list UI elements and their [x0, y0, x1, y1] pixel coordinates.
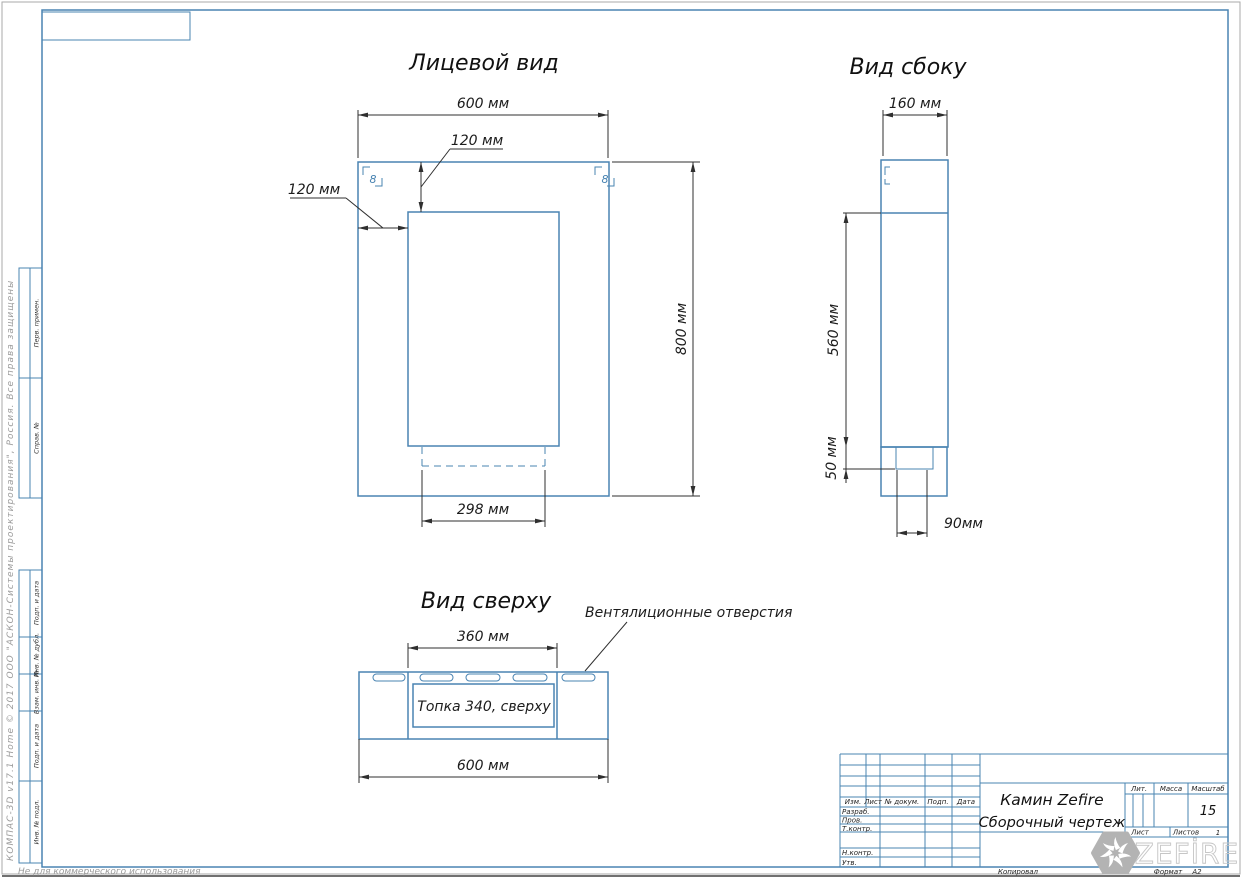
tb-masshtab: Масштаб [1191, 785, 1225, 793]
tb-format: Формат [1154, 868, 1183, 876]
tb-lit: Лит. [1130, 785, 1147, 793]
tb-listov: Листов [1172, 829, 1199, 837]
tb-massa: Масса [1160, 785, 1182, 793]
doc-title-line1: Камин Zefire [1000, 791, 1103, 809]
dim-360: 360 мм [457, 629, 510, 645]
side-view-title: Вид сбоку [849, 55, 967, 80]
dim-600-top-view: 600 мм [457, 758, 510, 774]
tb-col-podp: Подп. [927, 798, 948, 806]
dim-298: 298 мм [457, 502, 510, 518]
zefire-logo-icon [1091, 831, 1140, 875]
mount-bracket-mark: 8 [594, 166, 615, 187]
stamp-label: Инв. № дубл. [33, 633, 41, 677]
dim-560: 560 мм [826, 303, 842, 356]
tb-kopiroval: Копировал [998, 868, 1039, 876]
doc-title-line2: Сборочный чертеж [979, 815, 1126, 831]
stamp-label: Подп. и дата [33, 581, 41, 625]
dim-50: 50 мм [824, 436, 840, 480]
svg-text:8: 8 [602, 173, 609, 186]
tb-row-razrab: Разраб. [842, 808, 870, 816]
vent-slots [372, 673, 596, 682]
top-view-dimensions: 360 мм 600 мм Вентялиционные отверстия [358, 605, 792, 783]
dim-90: 90мм [944, 516, 983, 532]
front-view-dimensions: 600 мм 120 мм 120 мм 800 мм 298 мм [288, 96, 700, 527]
zefire-brand-text: ZEFİRE [1135, 837, 1239, 870]
tb-col-list: Лист [863, 798, 883, 806]
svg-text:8: 8 [370, 173, 377, 186]
insert-label: Топка 340, сверху [417, 699, 551, 715]
tb-row-nkontr: Н.контр. [842, 849, 873, 857]
tb-col-izm: Изм. [845, 798, 861, 806]
title-block-text: Изм. Лист № докум. Подп. Дата Разраб. Пр… [842, 785, 1225, 876]
dim-800: 800 мм [674, 302, 690, 355]
tb-col-ndok: № докум. [884, 798, 920, 806]
front-view: 8 8 [357, 161, 615, 497]
title-block [839, 753, 1228, 867]
front-view-title: Лицевой вид [408, 51, 559, 76]
top-view-title: Вид сверху [421, 589, 552, 614]
dim-120-top: 120 мм [451, 133, 504, 149]
tb-col-data: Дата [956, 798, 975, 806]
top-view: Топка 340, сверху [358, 671, 609, 740]
tb-masshtab-value: 15 [1200, 804, 1217, 819]
side-view [880, 159, 949, 497]
tb-format-value: А2 [1191, 868, 1202, 876]
stamp-label: Подп. и дата [33, 724, 41, 768]
tb-list: Лист [1130, 829, 1150, 837]
stamp-label: Справ. № [33, 422, 41, 454]
dim-120-left: 120 мм [288, 182, 341, 198]
zefire-watermark: ZEFİRE [1091, 831, 1239, 875]
side-view-dimensions: 160 мм 560 мм 50 мм 90мм [824, 96, 983, 537]
copyright-note: КОМПАС-3D v17.1 Home © 2017 ООО "АСКОН-С… [6, 280, 16, 861]
tb-row-prov: Пров. [842, 817, 862, 825]
mount-bracket-mark-side [884, 166, 890, 185]
mount-bracket-mark: 8 [362, 166, 383, 187]
stamp-label: Перв. примен. [33, 299, 41, 348]
tb-listov-value: 1 [1216, 829, 1220, 837]
tb-row-tkontr: Т.контр. [842, 825, 872, 833]
dim-160: 160 мм [889, 96, 942, 112]
stamp-label: Взам. инв. № [33, 670, 41, 714]
not-commercial-note: Не для коммерческого использования [18, 867, 201, 877]
corner-box [41, 11, 191, 41]
stamp-label: Инв. № подл. [33, 800, 41, 845]
dim-600: 600 мм [457, 96, 510, 112]
left-stamp-column [18, 267, 43, 864]
vents-label: Вентялиционные отверстия [585, 605, 792, 621]
tb-row-utv: Утв. [842, 859, 857, 867]
left-stamp-labels: Перв. примен. Справ. № Подп. и дата Инв.… [33, 299, 41, 845]
